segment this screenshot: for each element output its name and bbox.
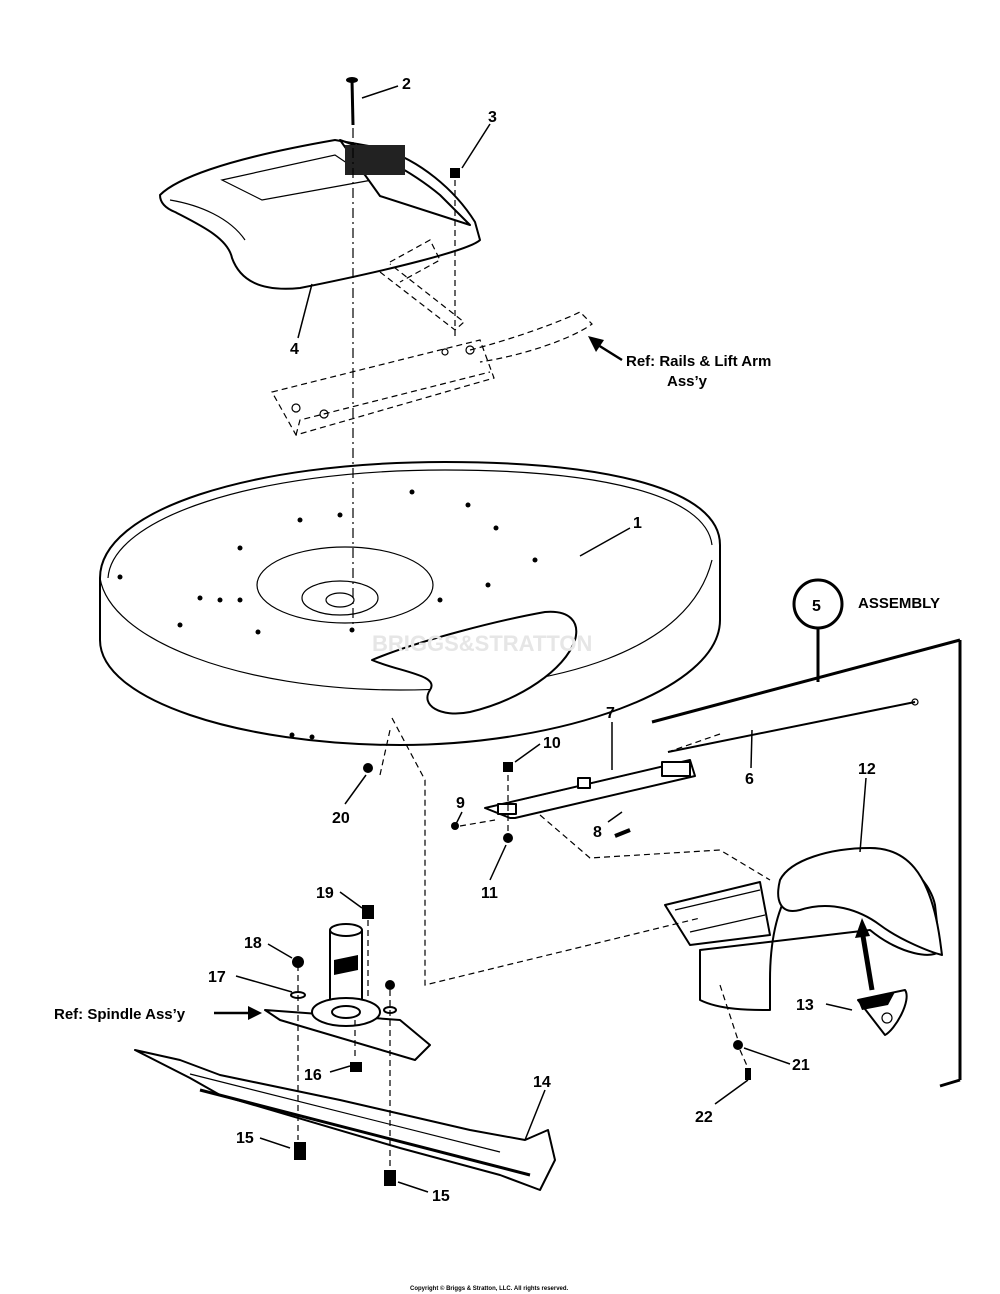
part-number-13: 13 [796,997,814,1014]
part-number-7: 7 [606,705,615,722]
assembly-circle [792,578,844,630]
part-number-10: 10 [543,735,561,752]
part-number-19: 19 [316,885,334,902]
part-number-4: 4 [290,341,299,358]
discharge-chute [664,847,943,1036]
part-number-9: 9 [456,795,465,812]
assembly-bracket [651,578,962,1088]
mower-blade [134,1049,556,1191]
hinge-bracket [484,759,696,819]
ref-rails-label-line1: Ref: Rails & Lift Arm [626,353,771,370]
deck-cover [159,139,481,290]
part-number-17: 17 [208,969,226,986]
part-number-15-left: 15 [236,1130,254,1147]
part-number-18: 18 [244,935,262,952]
part-number-14: 14 [533,1074,551,1091]
leader-lines [214,85,867,1193]
rails-bracket [271,239,593,436]
ref-rails-label-line2: Ass’y [667,373,708,390]
copyright: Copyright © Briggs & Stratton, LLC. All … [410,1285,569,1292]
part-number-15-right: 15 [432,1188,450,1205]
part-number-3: 3 [488,109,497,126]
part-number-20: 20 [332,810,350,827]
part-number-11: 11 [481,885,498,902]
part-number-1: 1 [633,515,642,532]
assembly-lines [297,128,771,1168]
part-numbers: 2 3 4 1 5 7 10 9 6 12 8 20 11 19 18 17 1… [208,76,876,1205]
part-number-5: 5 [812,598,821,615]
ref-spindle-label: Ref: Spindle Ass’y [54,1006,186,1023]
assembly-label: ASSEMBLY [858,595,940,612]
hardware [290,77,751,1186]
part-number-16: 16 [304,1067,322,1084]
part-number-6: 6 [745,771,754,788]
mower-deck: BRIGGS&STRATTON [99,461,721,746]
spindle [264,923,431,1061]
part-number-12: 12 [858,761,876,778]
part-number-2: 2 [402,76,411,93]
watermark: BRIGGS&STRATTON [372,631,592,656]
part-number-22: 22 [695,1109,713,1126]
part-number-8: 8 [593,824,602,841]
part-number-21: 21 [792,1057,810,1074]
